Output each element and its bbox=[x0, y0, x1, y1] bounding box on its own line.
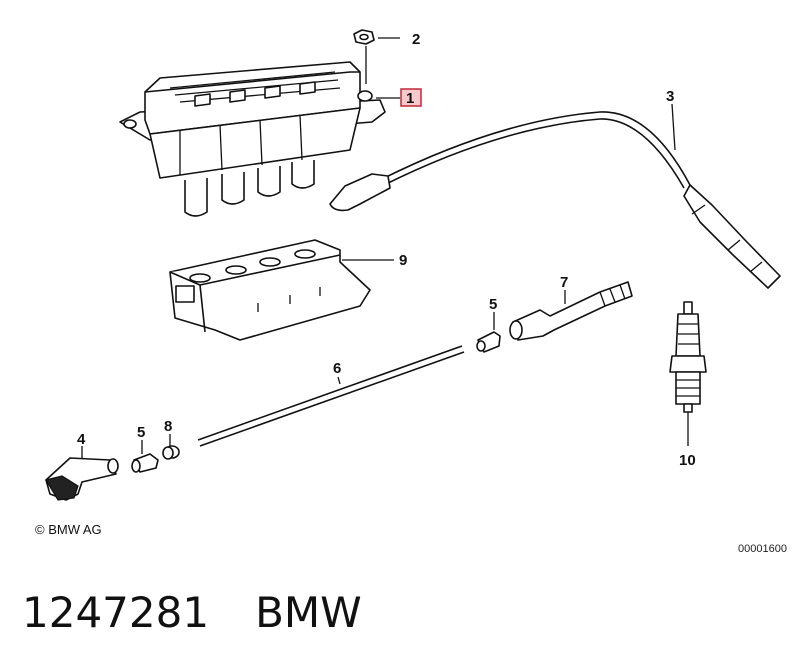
diagram-number: 00001600 bbox=[738, 543, 787, 555]
callout-1-highlight bbox=[400, 88, 422, 107]
callout-5-upper[interactable]: 5 bbox=[489, 296, 497, 313]
sleeve-upper[interactable] bbox=[476, 331, 501, 353]
callout-5-lower[interactable]: 5 bbox=[137, 424, 145, 441]
connector-rod[interactable] bbox=[509, 281, 633, 341]
callout-10[interactable]: 10 bbox=[679, 452, 696, 469]
callout-6[interactable]: 6 bbox=[333, 360, 341, 377]
callout-4[interactable]: 4 bbox=[77, 431, 86, 448]
brand-name: BMW bbox=[255, 588, 362, 637]
part-number: 1247281 bbox=[22, 588, 210, 637]
parts-diagram: 1 2 3 4 5 5 6 7 8 9 10 bbox=[45, 29, 781, 501]
cable-wire[interactable] bbox=[197, 345, 465, 447]
spark-plug[interactable] bbox=[669, 301, 707, 446]
callout-3[interactable]: 3 bbox=[666, 88, 674, 105]
callout-8[interactable]: 8 bbox=[164, 418, 172, 435]
hex-nut[interactable] bbox=[353, 29, 375, 84]
callout-7[interactable]: 7 bbox=[560, 274, 568, 291]
copyright-notice: © BMW AG bbox=[35, 522, 102, 537]
ignition-coil-pack[interactable] bbox=[119, 61, 386, 217]
callout-1[interactable]: 1 bbox=[406, 90, 414, 107]
angled-plug-boot[interactable] bbox=[45, 457, 119, 501]
callout-9[interactable]: 9 bbox=[399, 252, 407, 269]
coil-cover-bracket[interactable] bbox=[169, 239, 371, 341]
sleeve-lower[interactable] bbox=[131, 453, 159, 473]
contact-ring[interactable] bbox=[162, 445, 180, 460]
ignition-cable[interactable] bbox=[329, 111, 781, 289]
footer-caption: 1247281 BMW bbox=[22, 588, 362, 637]
callout-2[interactable]: 2 bbox=[412, 31, 420, 48]
